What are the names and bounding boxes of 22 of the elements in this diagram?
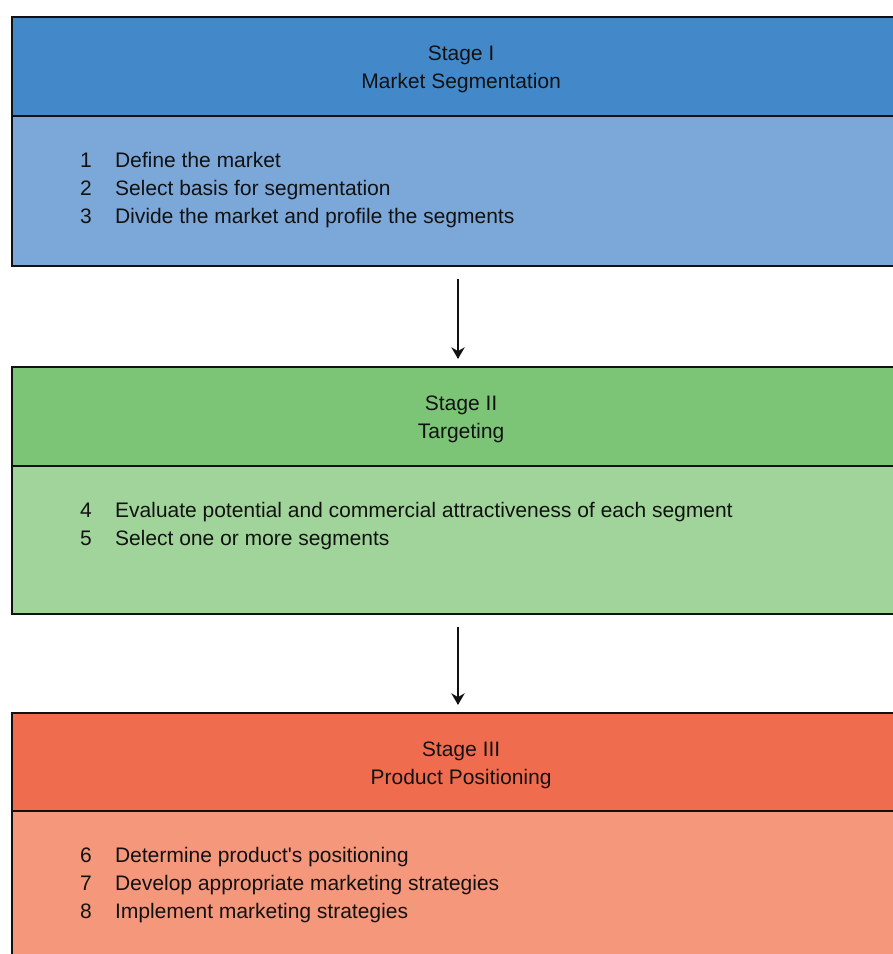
stage-steps-box (11, 465, 893, 615)
stage-name: Targeting (416, 419, 506, 445)
stage-steps-box (11, 810, 893, 954)
stage-title: Stage III (420, 737, 502, 763)
step-item: 8 Implement marketing strategies (80, 899, 409, 925)
step-item: 4 Evaluate potential and commercial attractiveness of each segment (80, 498, 734, 524)
stage-title: Stage I (426, 41, 496, 67)
stage-header-box (11, 366, 893, 467)
stage-name: Product Positioning (370, 765, 552, 791)
stage-steps-box (11, 115, 893, 267)
step-item: 2 Select basis for segmentation (80, 176, 392, 202)
stage-header-box (11, 16, 893, 117)
step-item: 5 Select one or more segments (80, 526, 390, 552)
stage-header-box (11, 712, 893, 812)
step-item: 1 Define the market (80, 148, 282, 174)
step-item: 6 Determine product's positioning (80, 843, 410, 869)
step-item: 7 Develop appropriate marketing strategies (80, 871, 500, 897)
arrow (451, 279, 465, 359)
stage-name: Market Segmentation (360, 69, 562, 95)
stage-title: Stage II (424, 391, 498, 417)
step-item: 3 Divide the market and profile the segments (80, 204, 516, 230)
arrow (451, 627, 465, 705)
